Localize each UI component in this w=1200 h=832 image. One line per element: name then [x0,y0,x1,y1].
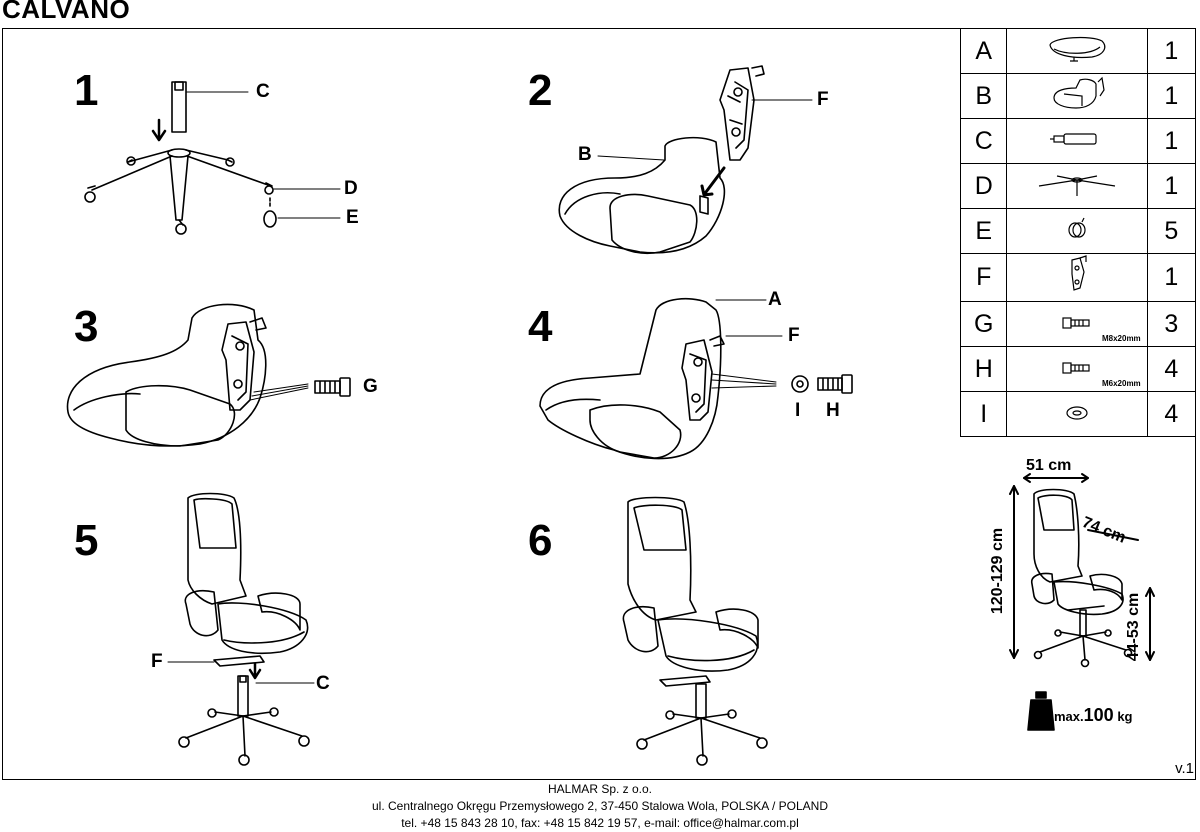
step6-illustration [622,496,768,766]
part-letter: C [959,118,1008,164]
max-load: max.100 kg [1054,705,1132,726]
caster-icon [1006,208,1148,254]
step4-label-i: I [795,400,801,421]
step3-label-g: G [363,376,378,397]
max-load-value: 100 [1083,705,1114,725]
parts-row: F 1 [959,253,1197,302]
step1-illustration [84,81,341,235]
assembly-drawings [66,65,853,766]
part-quantity: 1 [1146,73,1197,119]
step-3-number: 3 [74,302,99,351]
step1-label-e: E [346,207,359,228]
backrest-icon [1006,73,1148,119]
part-size-note: M6x20mm [1101,379,1141,388]
step-6-number: 6 [528,516,553,565]
width-dimension: 51 cm [1026,457,1072,474]
part-letter: I [959,391,1008,437]
instruction-frame [2,28,1196,780]
part-letter: B [959,73,1008,119]
part-quantity: 4 [1146,346,1197,392]
part-quantity: 1 [1146,28,1197,74]
part-letter: E [959,208,1008,254]
step3-illustration [66,303,351,447]
parts-row: D 1 [959,163,1197,209]
max-load-unit: kg [1117,709,1133,724]
step1-label-c: C [256,81,270,102]
step-2-number: 2 [528,66,553,115]
step-5-number: 5 [74,516,99,565]
seat-icon [1006,28,1148,74]
height-dimension: 120-129 cm [989,527,1006,615]
parts-row: A 1 [959,28,1197,74]
step2-label-f: F [817,89,829,110]
bolt-icon: M8x20mm [1006,301,1148,347]
step5-illustration [167,492,315,766]
part-quantity: 1 [1146,163,1197,209]
part-letter: D [959,163,1008,209]
product-title: CALVANO [2,0,131,24]
footer-address: ul. Centralnego Okręgu Przemysłowego 2, … [371,799,828,813]
step4-label-a: A [768,289,782,310]
step1-label-d: D [344,178,358,199]
parts-row: G M8x20mm 3 [959,301,1197,347]
step4-label-f: F [788,325,800,346]
part-letter: F [959,253,1008,302]
footer-contact: tel. +48 15 843 28 10, fax: +48 15 842 1… [401,816,799,830]
step2-illustration [558,65,813,255]
parts-row: E 5 [959,208,1197,254]
part-quantity: 3 [1146,301,1197,347]
version-label: v.1 [1175,760,1194,777]
bolt-icon: M6x20mm [1006,346,1148,392]
parts-row: I 4 [959,391,1197,437]
parts-row: B 1 [959,73,1197,119]
step5-label-c: C [316,673,330,694]
step5-label-f: F [151,651,163,672]
parts-row: H M6x20mm 4 [959,346,1197,392]
step-4-number: 4 [528,302,553,351]
footer-company: HALMAR Sp. z o.o. [547,782,653,796]
part-letter: G [959,301,1008,347]
part-quantity: 5 [1146,208,1197,254]
part-size-note: M8x20mm [1101,334,1141,343]
step4-illustration [539,297,853,460]
seat-height-dimension: 44-53 cm [1125,592,1142,662]
dimensions-diagram [1009,473,1155,731]
star-base-icon [1006,163,1148,209]
parts-list-table: A 1 B 1 C 1 D 1 E 5 F 1 [959,28,1197,437]
step-1-number: 1 [74,66,99,115]
step2-label-b: B [578,144,592,165]
washer-icon [1006,391,1148,437]
step4-label-h: H [826,400,840,421]
mechanism-icon [1006,253,1148,302]
part-quantity: 1 [1146,118,1197,164]
max-load-prefix: max. [1054,709,1084,724]
part-quantity: 4 [1146,391,1197,437]
